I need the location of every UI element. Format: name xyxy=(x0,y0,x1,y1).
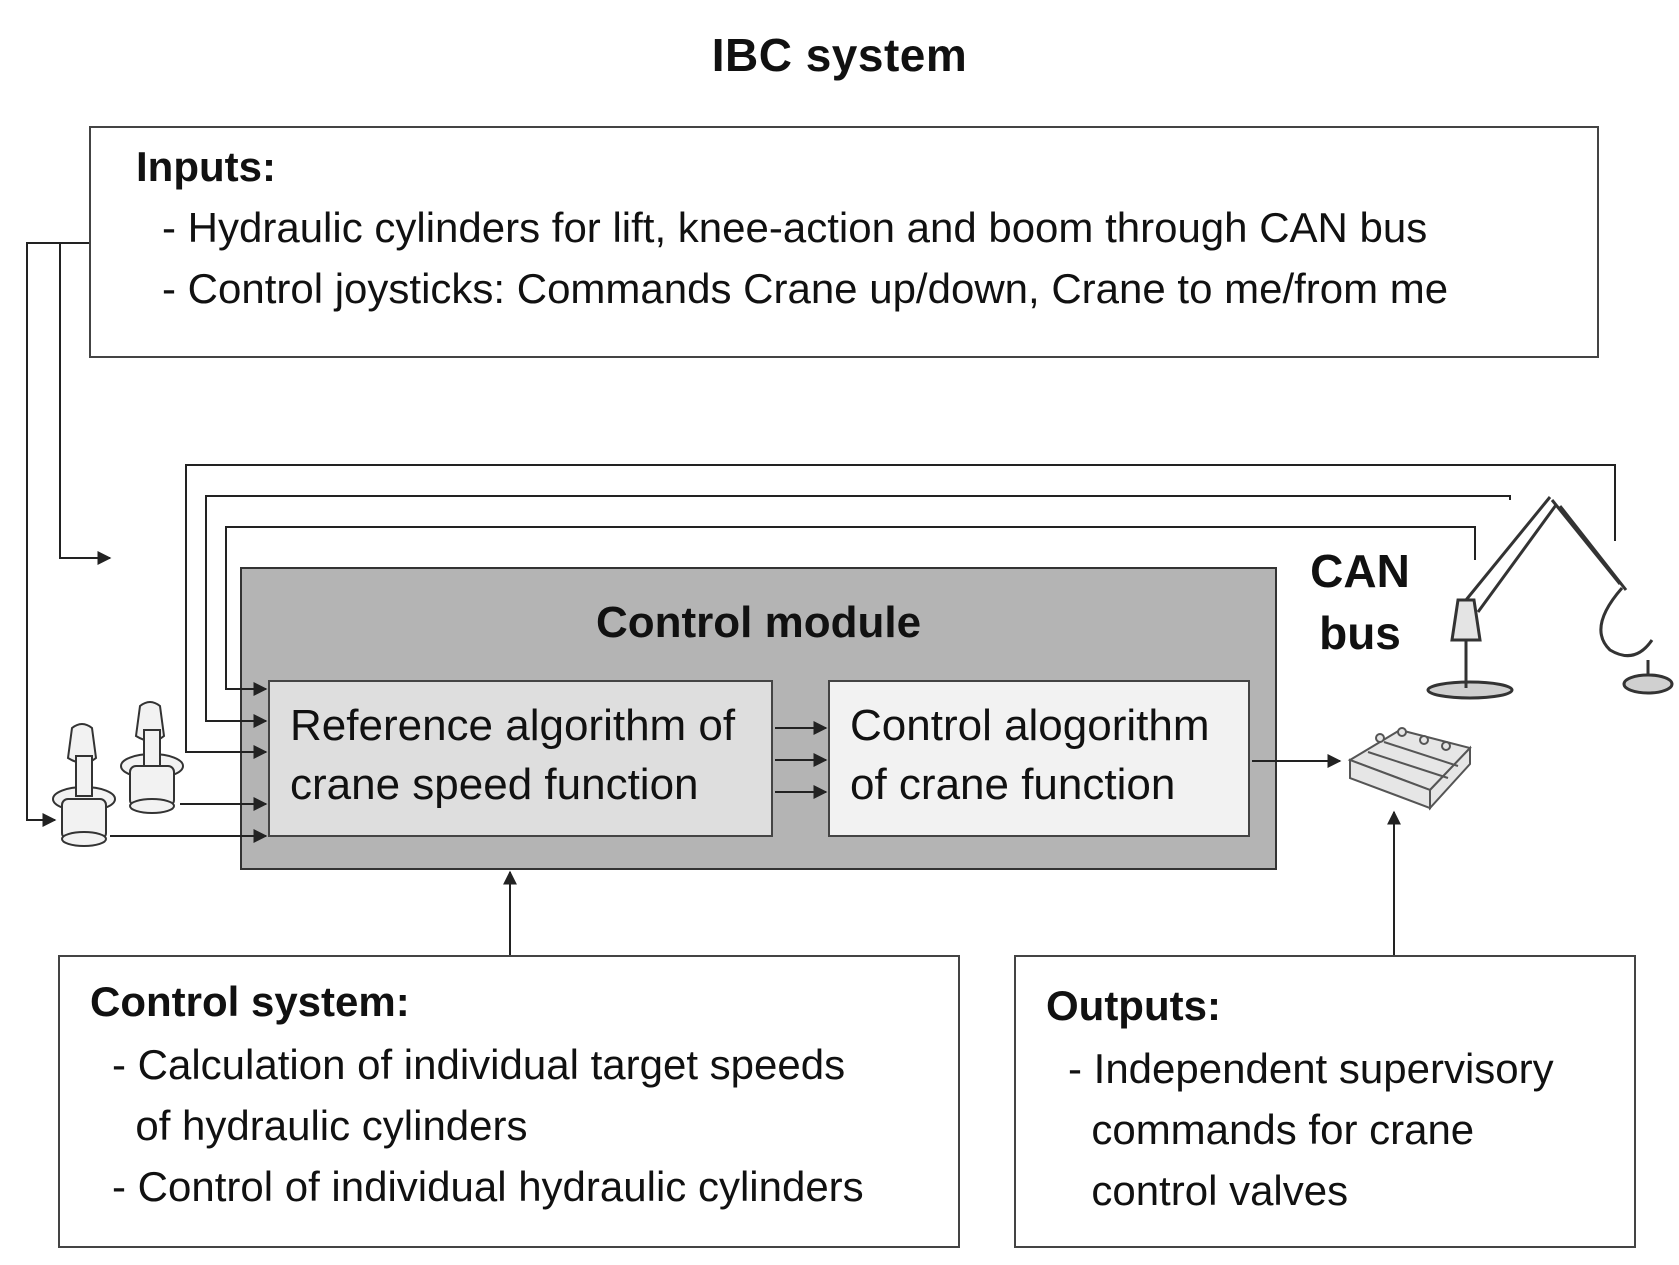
can-bus-line-2: bus xyxy=(1319,607,1401,660)
inputs-box: Inputs: - Hydraulic cylinders for lift, … xyxy=(89,126,1599,358)
inputs-item-1: - Hydraulic cylinders for lift, knee-act… xyxy=(162,204,1428,252)
feedback-loop-1 xyxy=(185,464,1616,759)
valve-block-icon xyxy=(1347,727,1472,811)
outputs-box: Outputs: - Independent supervisory comma… xyxy=(1014,955,1636,1248)
control-system-item-1: - Calculation of individual target speed… xyxy=(112,1041,846,1150)
crane-icon xyxy=(1426,496,1674,700)
control-algorithm-box: Control alogorithm of crane function xyxy=(828,680,1250,837)
joystick-icon-2 xyxy=(120,701,184,814)
reference-algorithm-box: Reference algorithm of crane speed funct… xyxy=(268,680,773,837)
inputs-link-line xyxy=(26,242,89,827)
control-system-box: Control system: - Calculation of individ… xyxy=(58,955,960,1248)
control-module-label: Control module xyxy=(595,598,922,647)
inputs-item-2: - Control joysticks: Commands Crane up/d… xyxy=(162,265,1449,313)
control-system-heading: Control system: xyxy=(90,978,410,1025)
inputs-heading: Inputs: xyxy=(136,143,276,190)
diagram-title: IBC system xyxy=(711,29,968,81)
can-bus-line-1: CAN xyxy=(1310,545,1410,597)
outputs-heading: Outputs: xyxy=(1046,982,1221,1029)
control-system-item-2: - Control of individual hydraulic cylind… xyxy=(112,1162,864,1210)
joystick-icon xyxy=(52,723,116,847)
can-bus-label: CAN bus xyxy=(1300,540,1420,664)
outputs-item-1: - Independent supervisory commands for c… xyxy=(1068,1045,1554,1214)
inputs-to-module-arrow xyxy=(59,243,112,565)
feedback-loop-2 xyxy=(205,495,1511,728)
feedback-loop-3 xyxy=(225,526,1476,696)
